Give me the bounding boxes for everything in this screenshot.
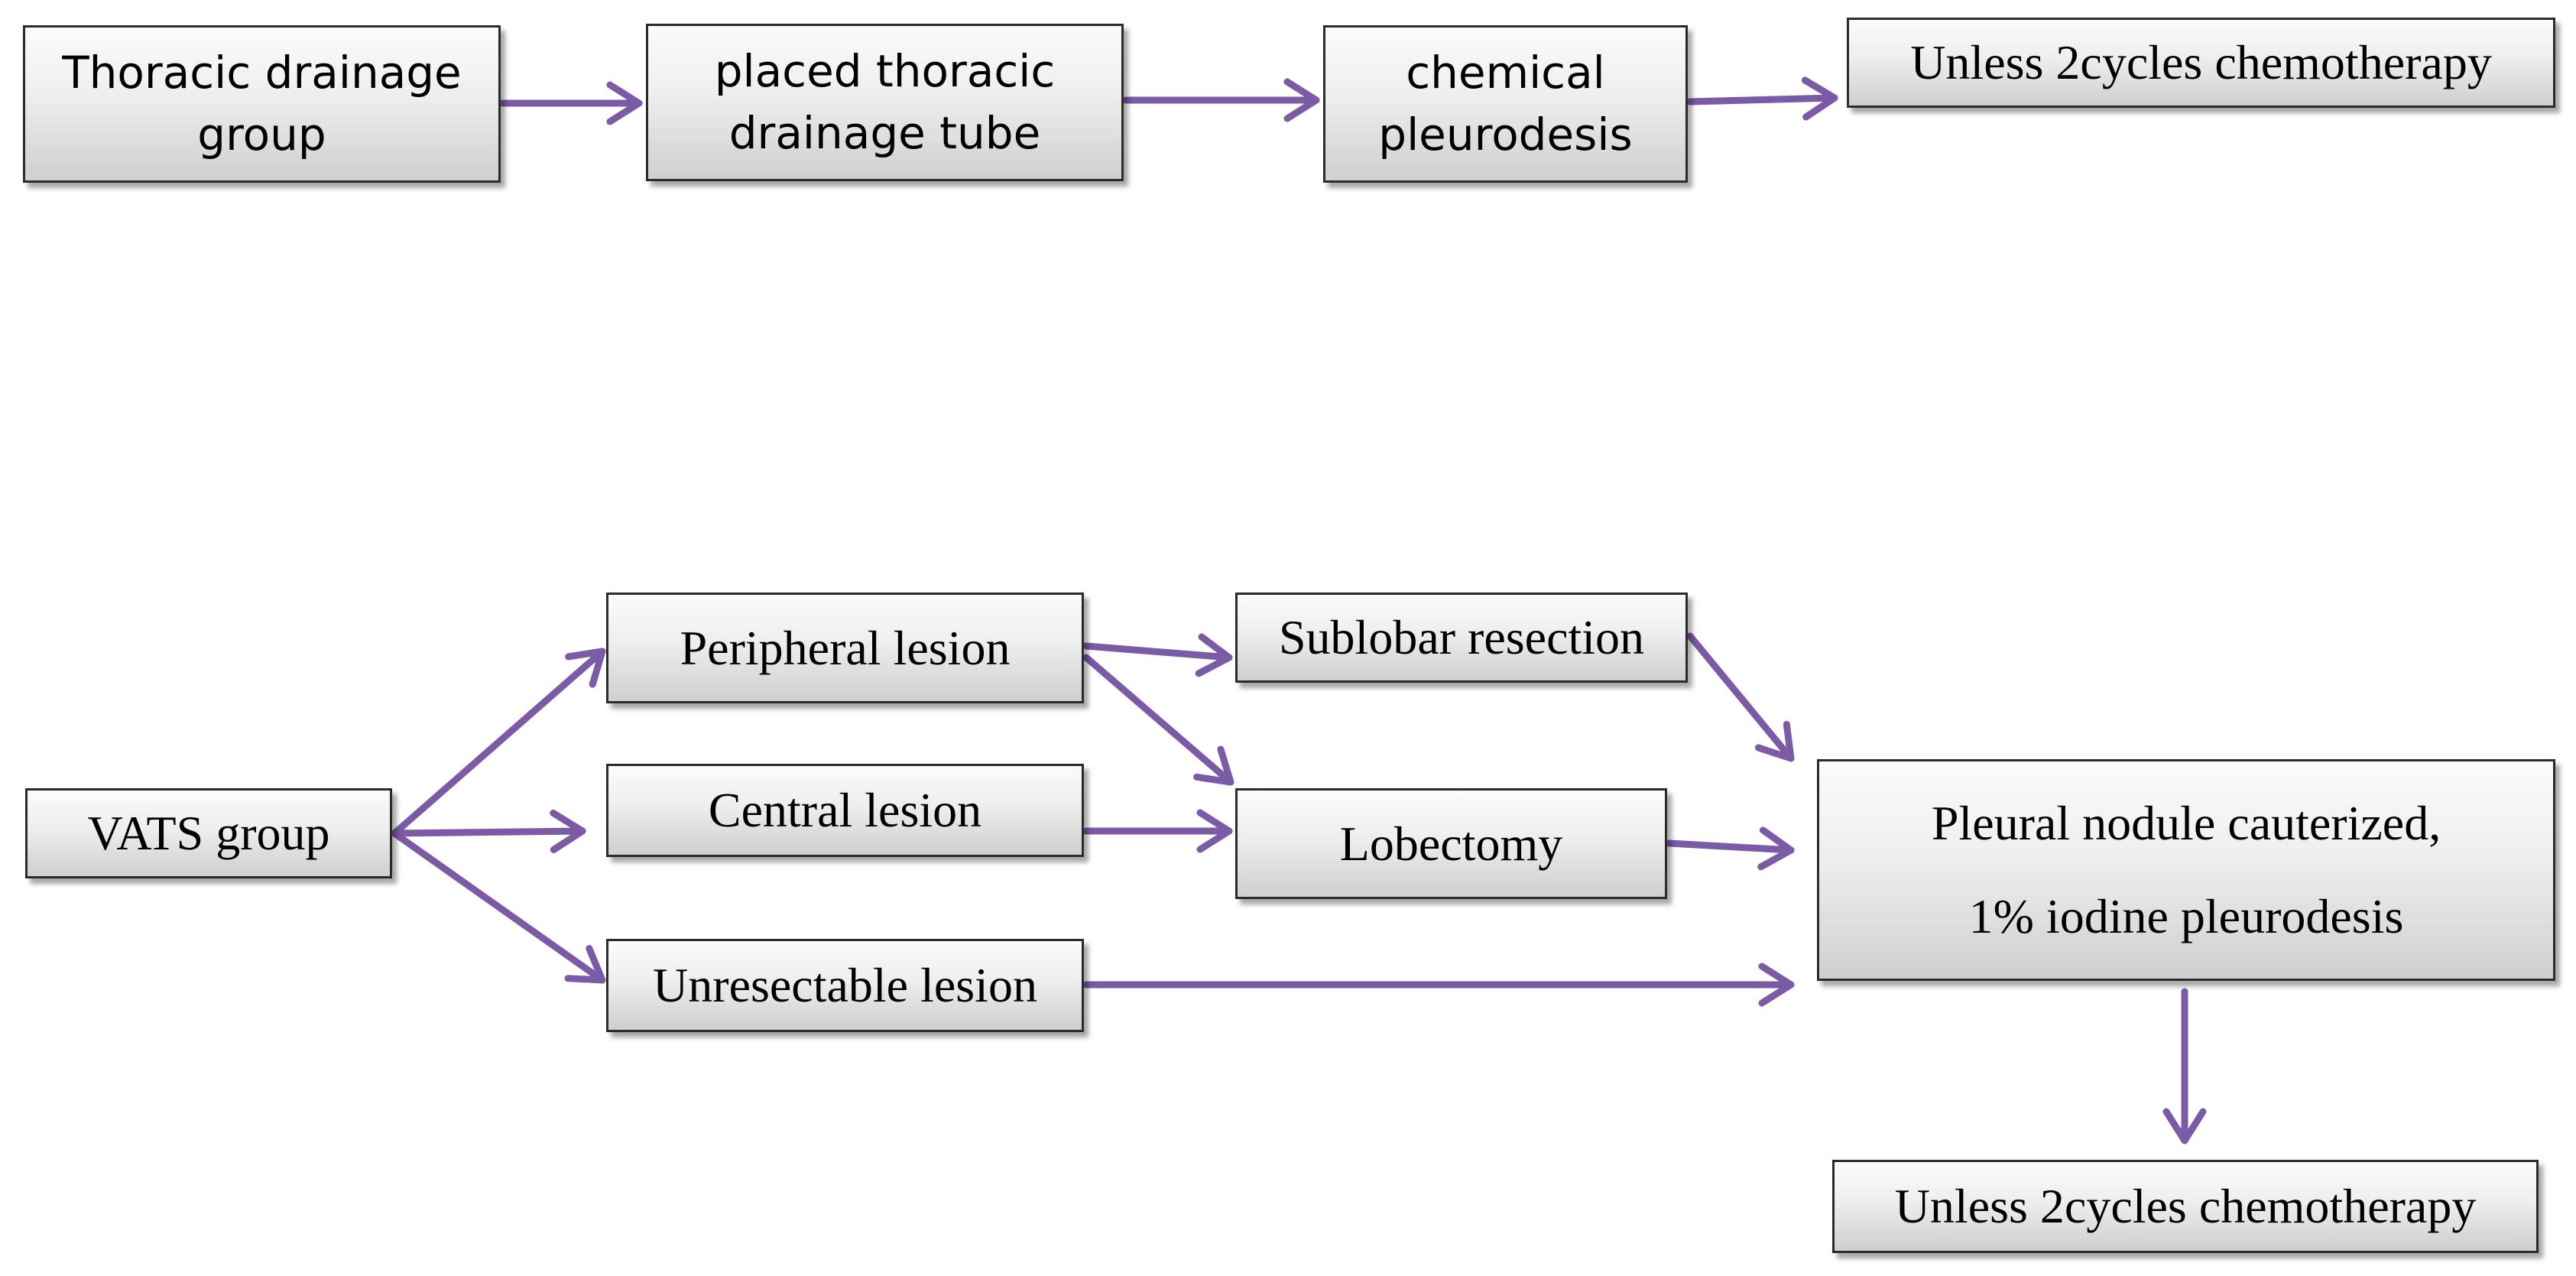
arrow-vats-to-unresectable [391, 830, 606, 984]
chemical-pleurodesis-line1: chemical [1406, 46, 1605, 99]
chemical-pleurodesis-line2: pleurodesis [1378, 109, 1633, 161]
placed-drainage-tube-line1: placed thoracic [714, 44, 1056, 97]
peripheral-lesion-label: Peripheral lesion [680, 620, 1011, 675]
pleural-nodule-line2: 1% iodine pleurodesis [1968, 889, 2404, 943]
thoracic-drainage-group-line2: group [197, 109, 326, 161]
chemical-pleurodesis-box: chemical pleurodesis [1323, 25, 1688, 183]
sublobar-resection-box: Sublobar resection [1235, 593, 1688, 683]
arrow-vats-to-peripheral [391, 648, 606, 837]
thoracic-chemotherapy-label: Unless 2cycles chemotherapy [1910, 35, 2492, 90]
sublobar-resection-label: Sublobar resection [1278, 610, 1645, 665]
arrow-peripheral-to-sublobar [1082, 633, 1233, 677]
thoracic-drainage-group-line1: Thoracic drainage [62, 46, 462, 99]
peripheral-lesion-box: Peripheral lesion [606, 593, 1084, 703]
pleural-nodule-box: Pleural nodule cauterized, 1% iodine ple… [1817, 759, 2555, 981]
placed-drainage-tube-line2: drainage tube [728, 107, 1041, 159]
arrow-lobectomy-to-pleural [1666, 826, 1795, 871]
vats-chemotherapy-label: Unless 2cycles chemotherapy [1894, 1179, 2477, 1234]
central-lesion-label: Central lesion [708, 783, 982, 838]
vats-group-label: VATS group [87, 806, 330, 861]
thoracic-drainage-group-box: Thoracic drainage group [23, 25, 501, 183]
arrow-peripheral-to-lobectomy [1082, 654, 1234, 786]
arrow-chemical-to-chemo [1686, 76, 1838, 121]
vats-group-box: VATS group [25, 788, 392, 878]
thoracic-chemotherapy-box: Unless 2cycles chemotherapy [1847, 18, 2555, 108]
unresectable-lesion-box: Unresectable lesion [606, 939, 1084, 1032]
arrow-vats-to-central [391, 809, 586, 853]
arrow-sublobar-to-pleural [1686, 632, 1795, 762]
lobectomy-box: Lobectomy [1235, 788, 1667, 899]
central-lesion-box: Central lesion [606, 764, 1084, 857]
lobectomy-label: Lobectomy [1339, 816, 1563, 871]
vats-chemotherapy-box: Unless 2cycles chemotherapy [1832, 1160, 2539, 1253]
unresectable-lesion-label: Unresectable lesion [653, 958, 1037, 1013]
placed-drainage-tube-box: placed thoracic drainage tube [646, 24, 1124, 181]
pleural-nodule-line1: Pleural nodule cauterized, [1931, 796, 2441, 851]
